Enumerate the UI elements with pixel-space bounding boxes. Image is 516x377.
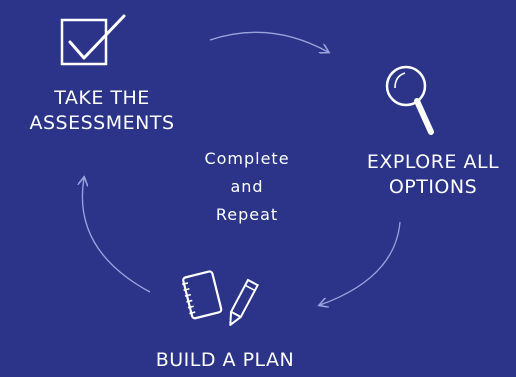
checkbox-check-icon [58,12,128,70]
step-2-line-1: EXPLORE ALL [366,151,500,173]
cycle-center-text: Complete and Repeat [188,145,306,229]
center-line-1: Complete [204,149,290,168]
arrow-right [320,221,401,305]
arrow-top [209,31,328,52]
center-line-3: Repeat [215,205,279,224]
step-build-plan-label: BUILD A PLAN [130,348,320,373]
step-1-line-1: TAKE THE [54,87,150,109]
step-take-assessments-label: TAKE THE ASSESSMENTS [22,86,182,136]
step-explore-options-label: EXPLORE ALL OPTIONS [356,150,510,200]
notebook-pencil-icon [178,268,268,334]
step-1-line-2: ASSESSMENTS [29,112,175,134]
arrow-left [82,178,151,293]
magnifying-glass-icon [380,62,436,138]
center-line-2: and [230,177,264,196]
step-2-line-2: OPTIONS [388,176,478,198]
step-3-line-1: BUILD A PLAN [155,349,295,371]
